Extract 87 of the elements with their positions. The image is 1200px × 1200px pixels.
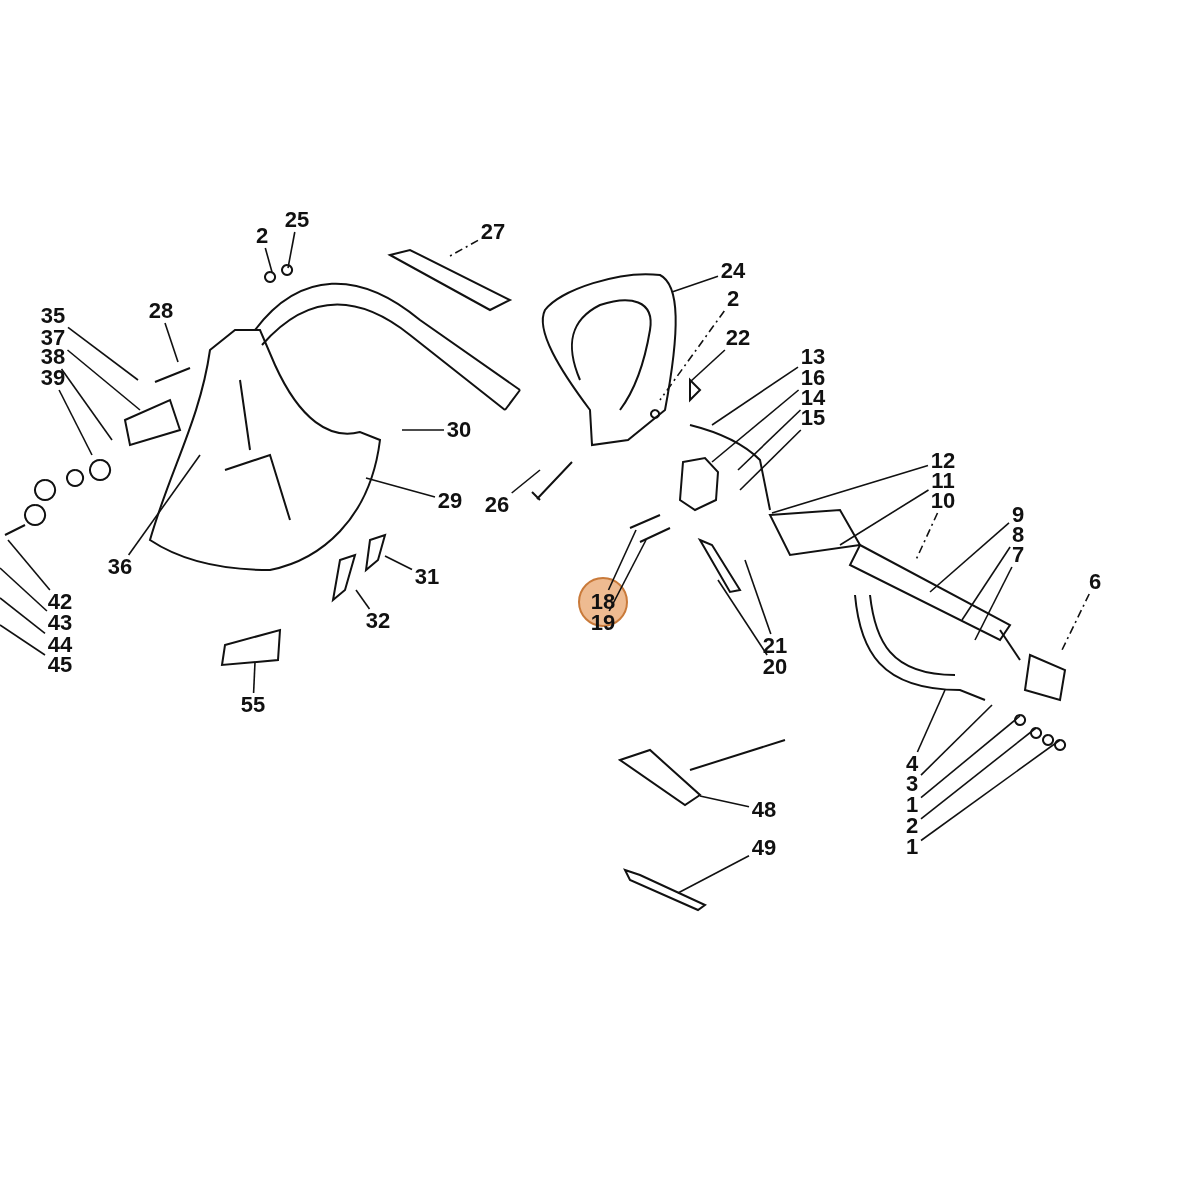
leader-line: [355, 589, 371, 610]
leader-line: [920, 727, 1037, 820]
callout-number: 25: [283, 209, 311, 231]
callout-number: 45: [46, 654, 74, 676]
leader-line: [671, 275, 719, 293]
callout-number: 19: [589, 612, 617, 634]
callout-number: 4: [904, 753, 920, 775]
leader-line: [689, 349, 726, 383]
leader-line: [60, 368, 113, 441]
callout-number: 7: [1010, 544, 1026, 566]
leader-line: [66, 349, 141, 411]
callout-number: 13: [799, 346, 827, 368]
leader-line: [127, 454, 201, 556]
leader-line: [737, 409, 802, 471]
leader-line: [739, 429, 802, 491]
callout-number: 10: [929, 490, 957, 512]
leader-line: [677, 855, 750, 894]
leader-line: [839, 489, 930, 546]
leader-line: [916, 689, 946, 753]
callout-number: 26: [483, 494, 511, 516]
callout-number: 31: [413, 566, 441, 588]
leader-line: [920, 739, 1061, 842]
callout-number: 30: [445, 419, 473, 441]
callout-number: 43: [46, 612, 74, 634]
callout-number: 24: [719, 260, 747, 282]
callout-number: 37: [39, 327, 67, 349]
callout-number: 29: [436, 490, 464, 512]
leader-line: [58, 389, 93, 456]
callout-number: 1: [904, 794, 920, 816]
leader-line: [608, 539, 647, 612]
leader-line: [252, 661, 256, 694]
leader-line: [699, 795, 750, 808]
leader-line: [711, 366, 799, 426]
leader-line: [7, 539, 51, 591]
callout-number: 48: [750, 799, 778, 821]
callout-number: 12: [929, 450, 957, 472]
callout-number: 32: [364, 610, 392, 632]
leader-line: [365, 477, 436, 498]
callout-number: 27: [479, 221, 507, 243]
callout-number: 35: [39, 305, 67, 327]
leader-line: [744, 559, 772, 635]
callout-number: 49: [750, 837, 778, 859]
leader-line: [920, 704, 993, 776]
leader-line: [0, 624, 46, 656]
callout-number: 42: [46, 591, 74, 613]
callout-number: 28: [147, 300, 175, 322]
leader-line: [510, 469, 541, 494]
callout-number: 39: [39, 367, 67, 389]
leader-line: [67, 326, 139, 381]
leader-line: [401, 429, 445, 431]
leader-line: [0, 567, 48, 612]
leader-line: [929, 522, 1010, 593]
leader-line: [1061, 593, 1090, 651]
callout-number: 1: [904, 836, 920, 858]
callout-number: 55: [239, 694, 267, 716]
callout-number: 38: [39, 346, 67, 368]
callout-number: 8: [1010, 524, 1026, 546]
callout-number: 15: [799, 407, 827, 429]
callout-number: 11: [930, 470, 956, 492]
callout-number: 2: [904, 815, 920, 837]
leader-line: [711, 389, 800, 463]
callout-number: 6: [1087, 571, 1103, 593]
leader-line: [607, 529, 637, 591]
callout-number: 16: [799, 367, 827, 389]
leader-line: [771, 464, 929, 514]
leader-line: [961, 546, 1011, 621]
callout-number: 22: [724, 327, 752, 349]
leader-line: [0, 597, 46, 635]
callout-number: 36: [106, 556, 134, 578]
leader-line: [974, 566, 1013, 641]
callout-number: 9: [1010, 504, 1026, 526]
callout-number: 18: [589, 591, 617, 613]
callout-number: 21: [761, 635, 789, 657]
callout-number: 2: [725, 288, 741, 310]
leader-line: [717, 579, 768, 656]
callout-number: 44: [46, 634, 74, 656]
callout-number: 14: [799, 387, 827, 409]
callout-number: 20: [761, 656, 789, 678]
leader-line: [164, 322, 179, 363]
leader-line: [264, 247, 273, 273]
leader-line: [287, 231, 296, 269]
leader-line: [449, 239, 479, 257]
callout-number: 3: [904, 773, 920, 795]
callout-number: 2: [254, 225, 270, 247]
leader-line: [659, 310, 726, 401]
leader-line: [384, 555, 413, 571]
leader-line: [920, 715, 1021, 799]
